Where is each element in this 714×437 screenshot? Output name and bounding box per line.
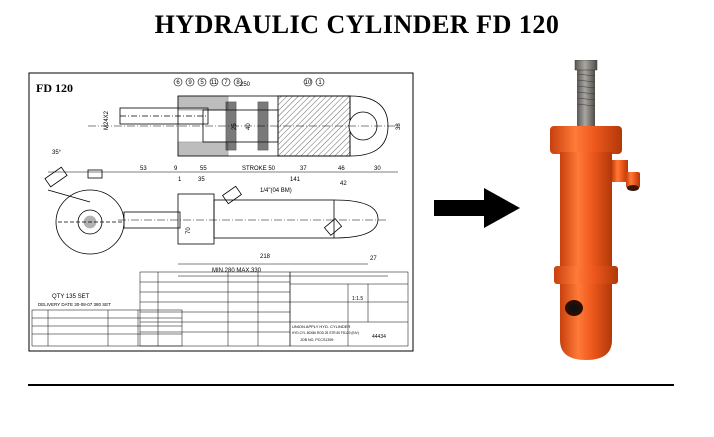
svg-text:7: 7 — [224, 80, 228, 86]
technical-drawing: FD 120 6 9 5 11 7 8 10 1 250 M24X2 25 — [28, 72, 414, 352]
svg-text:1: 1 — [318, 80, 322, 86]
dim-218: 218 — [260, 254, 271, 260]
model-label: FD 120 — [36, 81, 73, 95]
titleblock-drawing-no: 44434 — [372, 334, 386, 340]
svg-text:8: 8 — [236, 80, 240, 86]
callout-bubbles: 6 9 5 11 7 8 10 1 — [173, 77, 325, 87]
dim-27: 27 — [370, 256, 377, 262]
page-title: HYDRAULIC CYLINDER FD 120 — [154, 10, 560, 39]
dim-70: 70 — [186, 227, 192, 234]
sectional-view — [48, 95, 398, 173]
dim-55: 55 — [200, 166, 207, 172]
dim-38: 38 — [396, 123, 402, 130]
hydraulic-port — [612, 160, 640, 191]
horizontal-divider — [28, 384, 674, 386]
piston-rod — [574, 60, 598, 128]
svg-text:6: 6 — [176, 80, 180, 86]
dim-37: 37 — [300, 166, 307, 172]
svg-text:11: 11 — [211, 80, 218, 86]
qty-text: QTY 135 SET — [52, 294, 90, 300]
titleblock-company: UNION APPLY HYD. CYLINDER — [292, 324, 350, 329]
dim-30: 30 — [374, 166, 381, 172]
end-view — [44, 166, 125, 255]
titleblock-job: JOB NO. PCCS1399 — [300, 338, 333, 342]
cylinder-head — [550, 126, 622, 154]
dim-250: 250 — [240, 82, 251, 88]
right-arrow-icon — [434, 188, 520, 228]
dim-25: 25 — [232, 123, 238, 130]
cylinder-base-ring — [554, 266, 618, 284]
dim-port: 1/4"(04 BM) — [260, 188, 292, 194]
dim-35: 35 — [198, 177, 205, 183]
dim-42: 42 — [340, 181, 347, 187]
dim-141: 141 — [290, 177, 301, 183]
svg-text:10: 10 — [305, 80, 312, 86]
titleblock-scale: 1:1.5 — [352, 296, 363, 302]
dim-35deg: 35° — [52, 150, 62, 156]
svg-text:9: 9 — [188, 80, 192, 86]
delivery-text: DELIVERY DATE 30-08-07 380 SET — [38, 302, 111, 307]
svg-text:5: 5 — [200, 80, 204, 86]
dim-46: 46 — [338, 166, 345, 172]
dim-m24x2: M24X2 — [104, 110, 110, 130]
parts-list — [31, 271, 291, 347]
dim-1: 1 — [178, 177, 182, 183]
dim-40: 40 — [246, 123, 252, 130]
outside-view — [118, 185, 388, 277]
title-block — [289, 271, 409, 347]
dim-9: 9 — [174, 166, 178, 172]
mounting-eye — [560, 284, 612, 360]
cylinder-photo — [550, 60, 640, 360]
dim-53: 53 — [140, 166, 147, 172]
dim-minmax: MIN.280 MAX.330 — [212, 268, 262, 274]
titleblock-line2: HYD.CYL.50X86 ROD 25 STR.50 FD120 (INV) — [292, 331, 359, 335]
dim-stroke: STROKE 50 — [242, 166, 276, 172]
